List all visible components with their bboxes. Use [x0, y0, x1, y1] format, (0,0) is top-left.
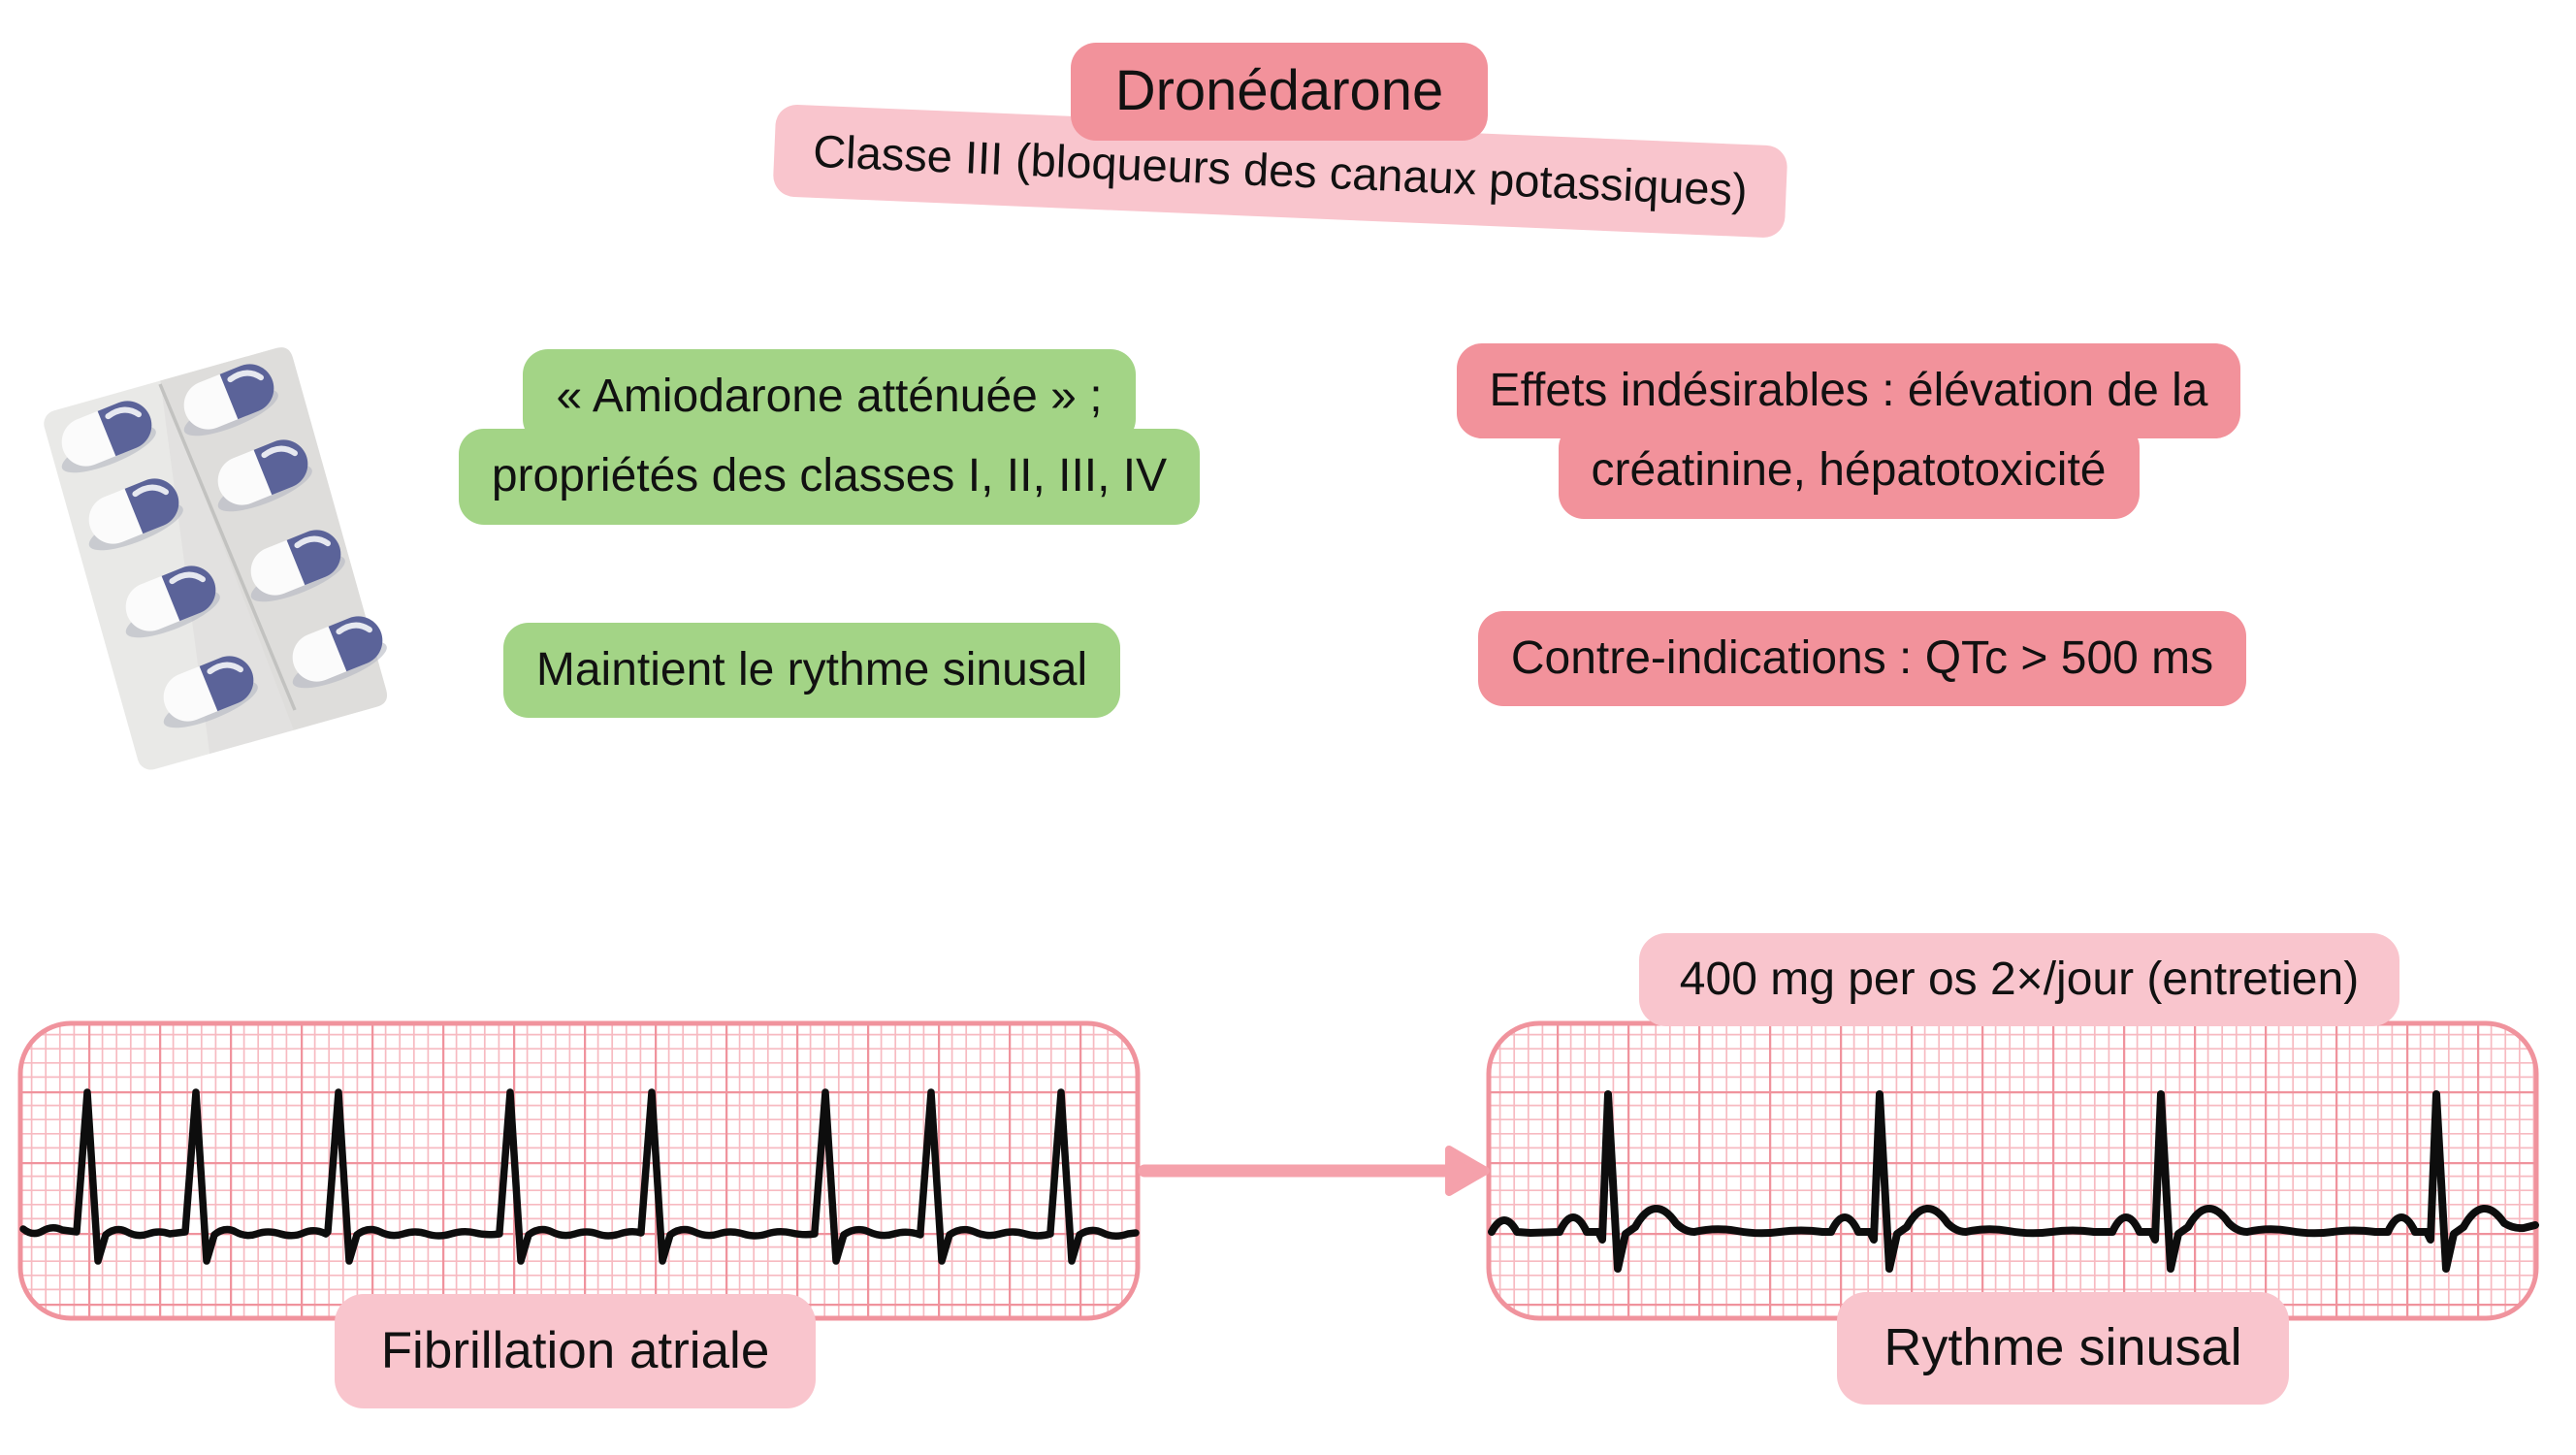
capsules — [61, 364, 387, 728]
right-arrow-icon — [1138, 1146, 1490, 1196]
afib-trace — [19, 1088, 1140, 1265]
adverse-line-1: Effets indésirables : élévation de la — [1456, 343, 2241, 439]
dose-label: 400 mg per os 2×/jour (entretien) — [1638, 933, 2400, 1026]
ecg-afib-label-badge: Fibrillation atriale — [90, 1294, 1060, 1409]
adverse-effects-note: Effets indésirables : élévation de la cr… — [1364, 343, 2334, 519]
sinus-label: Rythme sinusal — [1837, 1292, 2289, 1405]
page-title: Dronédarone — [1070, 43, 1489, 141]
contraindication-note: Contre-indications : QTc > 500 ms — [1377, 611, 2347, 707]
title-badge: Dronédarone — [794, 43, 1764, 141]
ecg-afib-strip — [17, 1020, 1141, 1321]
mechanism-line-1: « Amiodarone atténuée » ; — [523, 349, 1136, 445]
adverse-line-2: créatinine, hépatotoxicité — [1558, 423, 2140, 519]
pill-blister-pack-icon — [44, 347, 388, 770]
benefit-note: Maintient le rythme sinusal — [327, 623, 1297, 719]
ecg-paper-grid — [20, 1023, 1138, 1318]
afib-label: Fibrillation atriale — [334, 1294, 817, 1409]
ecg-sinus-strip — [1486, 1020, 2539, 1321]
mechanism-note: « Amiodarone atténuée » ; propriétés des… — [344, 349, 1314, 525]
benefit-label: Maintient le rythme sinusal — [502, 623, 1121, 719]
blister-crease — [158, 383, 297, 711]
contraindication-label: Contre-indications : QTc > 500 ms — [1477, 611, 2247, 707]
mechanism-line-2: propriétés des classes I, II, III, IV — [458, 429, 1201, 525]
ecg-sinus-label-badge: Rythme sinusal — [1578, 1292, 2548, 1405]
sinus-trace — [1488, 1090, 2539, 1273]
ecg-paper-grid — [1489, 1023, 2536, 1318]
dose-badge: 400 mg per os 2×/jour (entretien) — [1534, 933, 2504, 1026]
